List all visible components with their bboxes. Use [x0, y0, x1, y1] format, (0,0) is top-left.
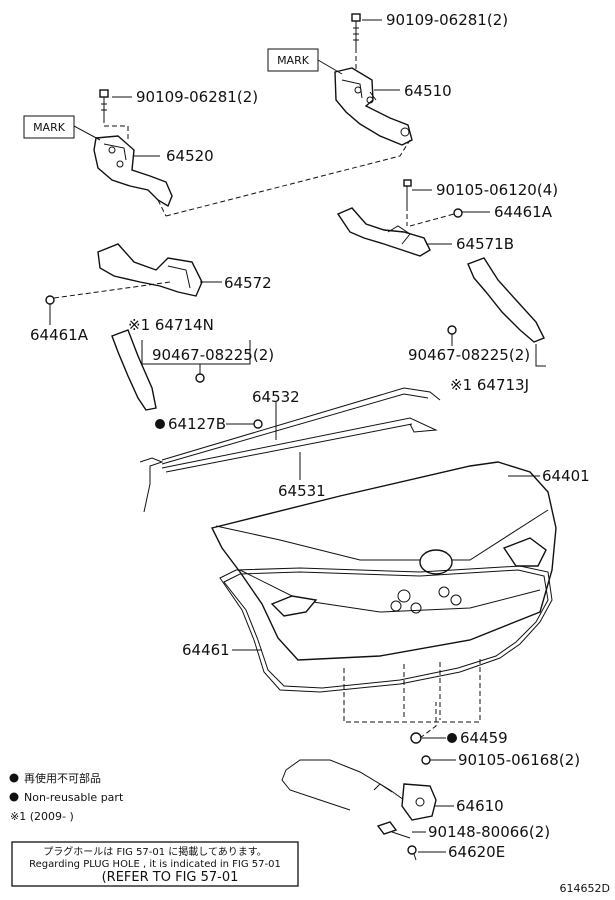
label-64713J: ※1 64713J [450, 376, 529, 394]
trim-64714N [111, 329, 157, 411]
label-64510: 64510 [404, 82, 452, 100]
cable-64531 [139, 417, 438, 513]
bolt-90105-06168 [421, 755, 431, 765]
striker-64620E [407, 845, 417, 861]
label-64127B: 64127B [168, 415, 226, 433]
note-line-2: Regarding PLUG HOLE , it is indicated in… [29, 859, 281, 870]
label-64610: 64610 [456, 797, 504, 815]
bumper-64459 [410, 732, 422, 744]
label-64532: 64532 [252, 388, 300, 406]
clip-64461A-left [45, 295, 55, 305]
legend-bullet-2 [9, 792, 19, 802]
weatherstrip-64461 [219, 565, 553, 693]
legend-nonreusable: Non-reusable part [24, 791, 124, 804]
hinge-cover-64571B [336, 207, 431, 257]
hinge-64510 [334, 67, 413, 146]
mark-label-left: MARK [33, 121, 66, 134]
note-box [11, 841, 299, 887]
label-90148-80066: 90148-80066(2) [428, 823, 550, 841]
mark-box-left [23, 115, 75, 139]
label-64461A-left: 64461A [30, 326, 89, 344]
bolt-90105-06120 [403, 179, 412, 206]
label-90109-06281-top: 90109-06281(2) [386, 11, 508, 29]
label-64571B: 64571B [456, 235, 514, 253]
label-64461A-right: 64461A [494, 203, 553, 221]
clip-64127B [253, 419, 263, 429]
hinge-cover-64572 [97, 243, 203, 297]
legend-reusable-jp: 再使用不可部品 [24, 771, 101, 785]
label-90467-08225-left: 90467-08225(2) [152, 346, 274, 364]
label-64401: 64401 [542, 467, 590, 485]
clip-64461A-right [453, 208, 463, 218]
bolt-90109-top [351, 13, 361, 48]
label-64620E: 64620E [448, 843, 505, 861]
label-64520: 64520 [166, 147, 214, 165]
label-90105-06168: 90105-06168(2) [458, 751, 580, 769]
label-64459: 64459 [460, 729, 508, 747]
label-90467-08225-right: 90467-08225(2) [408, 346, 530, 364]
bolt-90109-left [99, 89, 109, 118]
luggage-door-64401 [210, 461, 557, 661]
mark-label-top: MARK [277, 54, 310, 67]
trim-64713J [467, 257, 545, 343]
bolt-90148-80066 [376, 821, 411, 839]
label-64461: 64461 [182, 641, 230, 659]
label-64572: 64572 [224, 274, 272, 292]
clip-90467-right [447, 325, 457, 335]
legend-footnote: ※1 (2009- ) [10, 810, 74, 823]
label-90105-06120: 90105-06120(4) [436, 181, 558, 199]
note-line-1: プラグホールは FIG 57-01 に掲載してあります。 [43, 845, 266, 858]
bullet-64127B [155, 419, 165, 429]
label-90109-06281-left: 90109-06281(2) [136, 88, 258, 106]
note-line-3: (REFER TO FIG 57-01 [102, 870, 239, 885]
label-64714N: ※1 64714N [128, 316, 214, 334]
lock-assy-64610 [281, 759, 437, 821]
legend-bullet-1 [9, 773, 19, 783]
clip-90467-left [195, 373, 205, 383]
figure-id: 614652D [560, 882, 610, 895]
hinge-64520 [93, 135, 173, 208]
cable-64532 [161, 387, 441, 465]
bullet-64459 [447, 733, 457, 743]
label-64531: 64531 [278, 482, 326, 500]
